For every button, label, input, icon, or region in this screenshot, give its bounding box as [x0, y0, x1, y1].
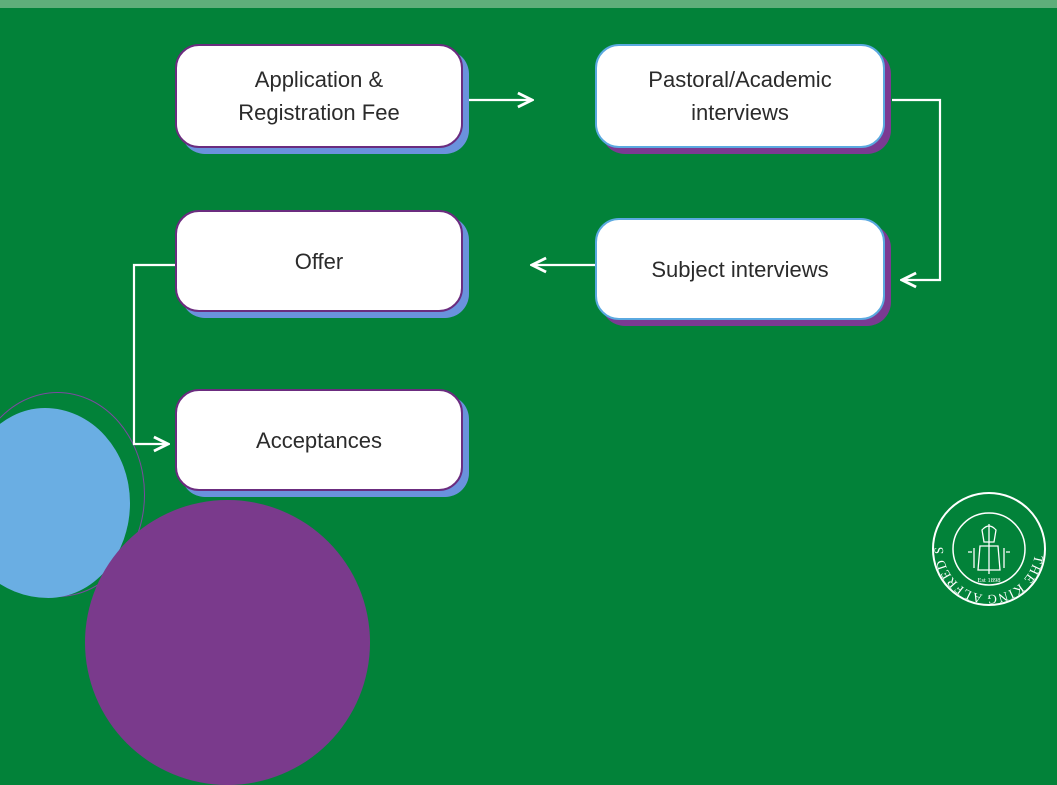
seal-ring-text: THE KING ALFRED SCHOOL: [930, 490, 1046, 607]
seal-figure: [968, 524, 1010, 574]
step-subject-label: Subject interviews: [651, 256, 829, 282]
top-band: [0, 0, 1057, 8]
arrow-offer-to-acceptances: [132, 263, 176, 444]
step-subject-interviews: Subject interviews: [595, 218, 885, 320]
svg-text:THE KING ALFRED SCHOOL: THE KING ALFRED SCHOOL: [930, 490, 1047, 607]
step-interviews-label: Pastoral/Academic interviews: [648, 67, 832, 125]
arrow-interviews-to-subject: [892, 98, 942, 280]
seal-est-text: Est 1898: [978, 577, 1001, 584]
step-acceptances: Acceptances: [175, 389, 463, 491]
step-offer-label: Offer: [294, 248, 344, 274]
step-application: Application & Registration Fee: [175, 44, 463, 148]
step-offer: Offer: [175, 210, 463, 312]
school-seal-logo: THE KING ALFRED SCHOOL Est 1898: [930, 490, 1047, 607]
connectors: [132, 0, 942, 622]
step-application-label: Application & Registration Fee: [238, 67, 400, 125]
step-acceptances-label: Acceptances: [256, 427, 382, 453]
step-interviews: Pastoral/Academic interviews: [595, 44, 885, 148]
